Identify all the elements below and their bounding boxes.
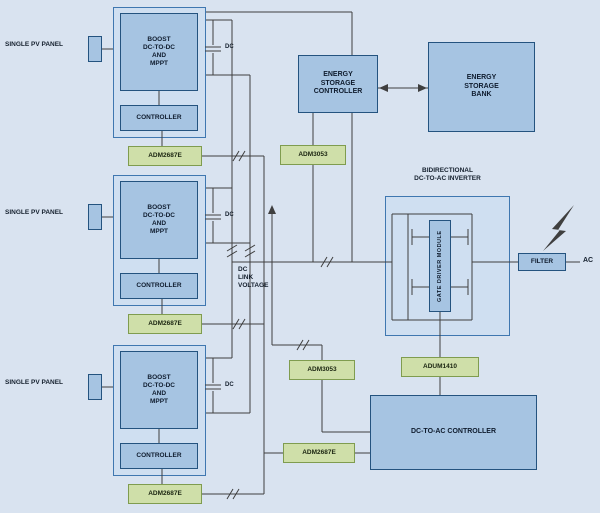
lightning-bolt-icon [543,205,574,251]
isolator-adm3053-top: ADM3053 [280,145,346,165]
energy-storage-bank-block: ENERGY STORAGE BANK [428,42,535,132]
pv-panel-label-1: SINGLE PV PANEL [5,41,64,48]
dc-link-arrowhead [268,205,276,214]
controller-block-1: CONTROLLER [120,105,198,131]
link-isolator-line [321,380,370,433]
chain1-rails [102,19,264,157]
chain3-rails [102,357,264,495]
storage-arrow-left [379,84,388,92]
isolator-adm2687e-2: ADM2687E [128,314,202,334]
chain2-rails [102,187,264,325]
dc-link-voltage-label: DC LINK VOLTAGE [238,266,269,290]
boost-converter-block-3: BOOST DC-TO-DC AND MPPT [120,351,198,429]
mosfet-symbols [385,213,473,321]
dc-cap-label-1: DC [225,44,234,50]
controller-block-3: CONTROLLER [120,443,198,469]
pv-panel-icon-1 [88,36,102,62]
storage-feed-line [206,11,353,262]
isolator-adm3053-bottom: ADM3053 [289,360,355,380]
boost-converter-block-2: BOOST DC-TO-DC AND MPPT [120,181,198,259]
gate-driver-module-block: GATE DRIVER MODULE [429,220,451,312]
isolator-adm2687e-1: ADM2687E [128,146,202,166]
dc-cap-label-3: DC [225,382,234,388]
boost-converter-block-1: BOOST DC-TO-DC AND MPPT [120,13,198,91]
ac-label: AC [583,257,594,264]
energy-storage-controller-block: ENERGY STORAGE CONTROLLER [298,55,378,113]
inverter-title: BIDIRECTIONAL DC-TO-AC INVERTER [414,167,481,183]
dc-cap-label-2: DC [225,212,234,218]
dc-to-ac-controller-block: DC-TO-AC CONTROLLER [370,395,537,470]
break-marks [226,150,334,500]
isolator-adum1410: ADUM1410 [401,357,479,377]
pv-panel-icon-3 [88,374,102,400]
dc-link-sense-line [271,212,323,360]
filter-block: FILTER [518,253,566,271]
dc-bus-lines [231,20,385,494]
pv-panel-label-3: SINGLE PV PANEL [5,379,64,386]
controller-block-2: CONTROLLER [120,273,198,299]
isolator-adm2687e-bottom: ADM2687E [283,443,355,463]
pv-panel-label-2: SINGLE PV PANEL [5,209,64,216]
isolator-adm2687e-3: ADM2687E [128,484,202,504]
storage-arrow-right [418,84,427,92]
pv-panel-icon-2 [88,204,102,230]
